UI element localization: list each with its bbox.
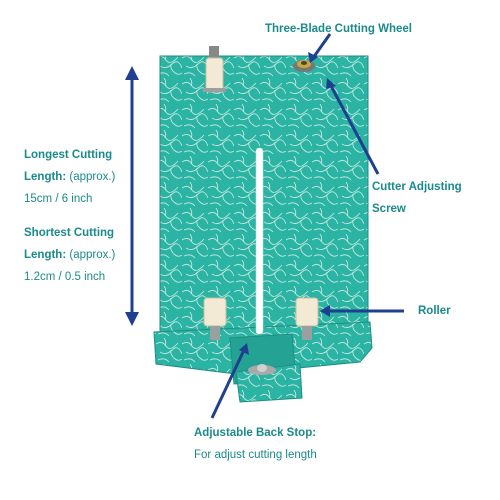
shortest-approx: (approx.) bbox=[69, 249, 116, 261]
roller bbox=[295, 297, 319, 340]
shortest-title: Shortest Cutting bbox=[24, 227, 115, 239]
length-range-arrow bbox=[125, 66, 139, 326]
back-stop-sub: For adjust cutting length bbox=[194, 449, 317, 461]
cutter-base-plate bbox=[159, 55, 369, 333]
back-stop-wing-nut bbox=[248, 364, 276, 375]
back-stop-label: Adjustable Back Stop: For adjust cutting… bbox=[194, 422, 317, 466]
roller-label-text: Roller bbox=[418, 305, 451, 317]
pointer-cutter-screw bbox=[326, 78, 380, 175]
back-stop-title: Adjustable Back Stop: bbox=[194, 427, 317, 439]
pointer-back-stop bbox=[210, 343, 249, 419]
roller-label: Roller bbox=[418, 300, 451, 322]
longest-cutting-label: Longest Cutting Length: (approx.) 15cm /… bbox=[24, 144, 115, 210]
pointer-three-blade bbox=[308, 33, 332, 63]
longest-title: Longest Cutting bbox=[24, 149, 113, 161]
longest-approx: (approx.) bbox=[69, 171, 116, 183]
cutter-adjusting-line1: Cutter Adjusting bbox=[372, 181, 462, 193]
three-blade-cutting-wheel bbox=[293, 60, 315, 72]
center-slot bbox=[255, 147, 264, 335]
three-blade-label-text: Three-Blade Cutting Wheel bbox=[265, 23, 412, 35]
top-roller bbox=[203, 46, 226, 93]
bottom-left-roller bbox=[203, 297, 227, 340]
longest-length-word: Length: bbox=[24, 171, 67, 183]
shortest-cutting-label: Shortest Cutting Length: (approx.) 1.2cm… bbox=[24, 222, 115, 288]
cutter-adjusting-line2: Screw bbox=[372, 203, 406, 215]
shortest-value: 1.2cm / 0.5 inch bbox=[24, 271, 106, 283]
pointer-roller bbox=[320, 305, 404, 317]
three-blade-label: Three-Blade Cutting Wheel bbox=[265, 18, 412, 40]
longest-value: 15cm / 6 inch bbox=[24, 193, 93, 205]
cutter-adjusting-label: Cutter Adjusting Screw bbox=[372, 176, 462, 220]
shortest-length-word: Length: bbox=[24, 249, 67, 261]
